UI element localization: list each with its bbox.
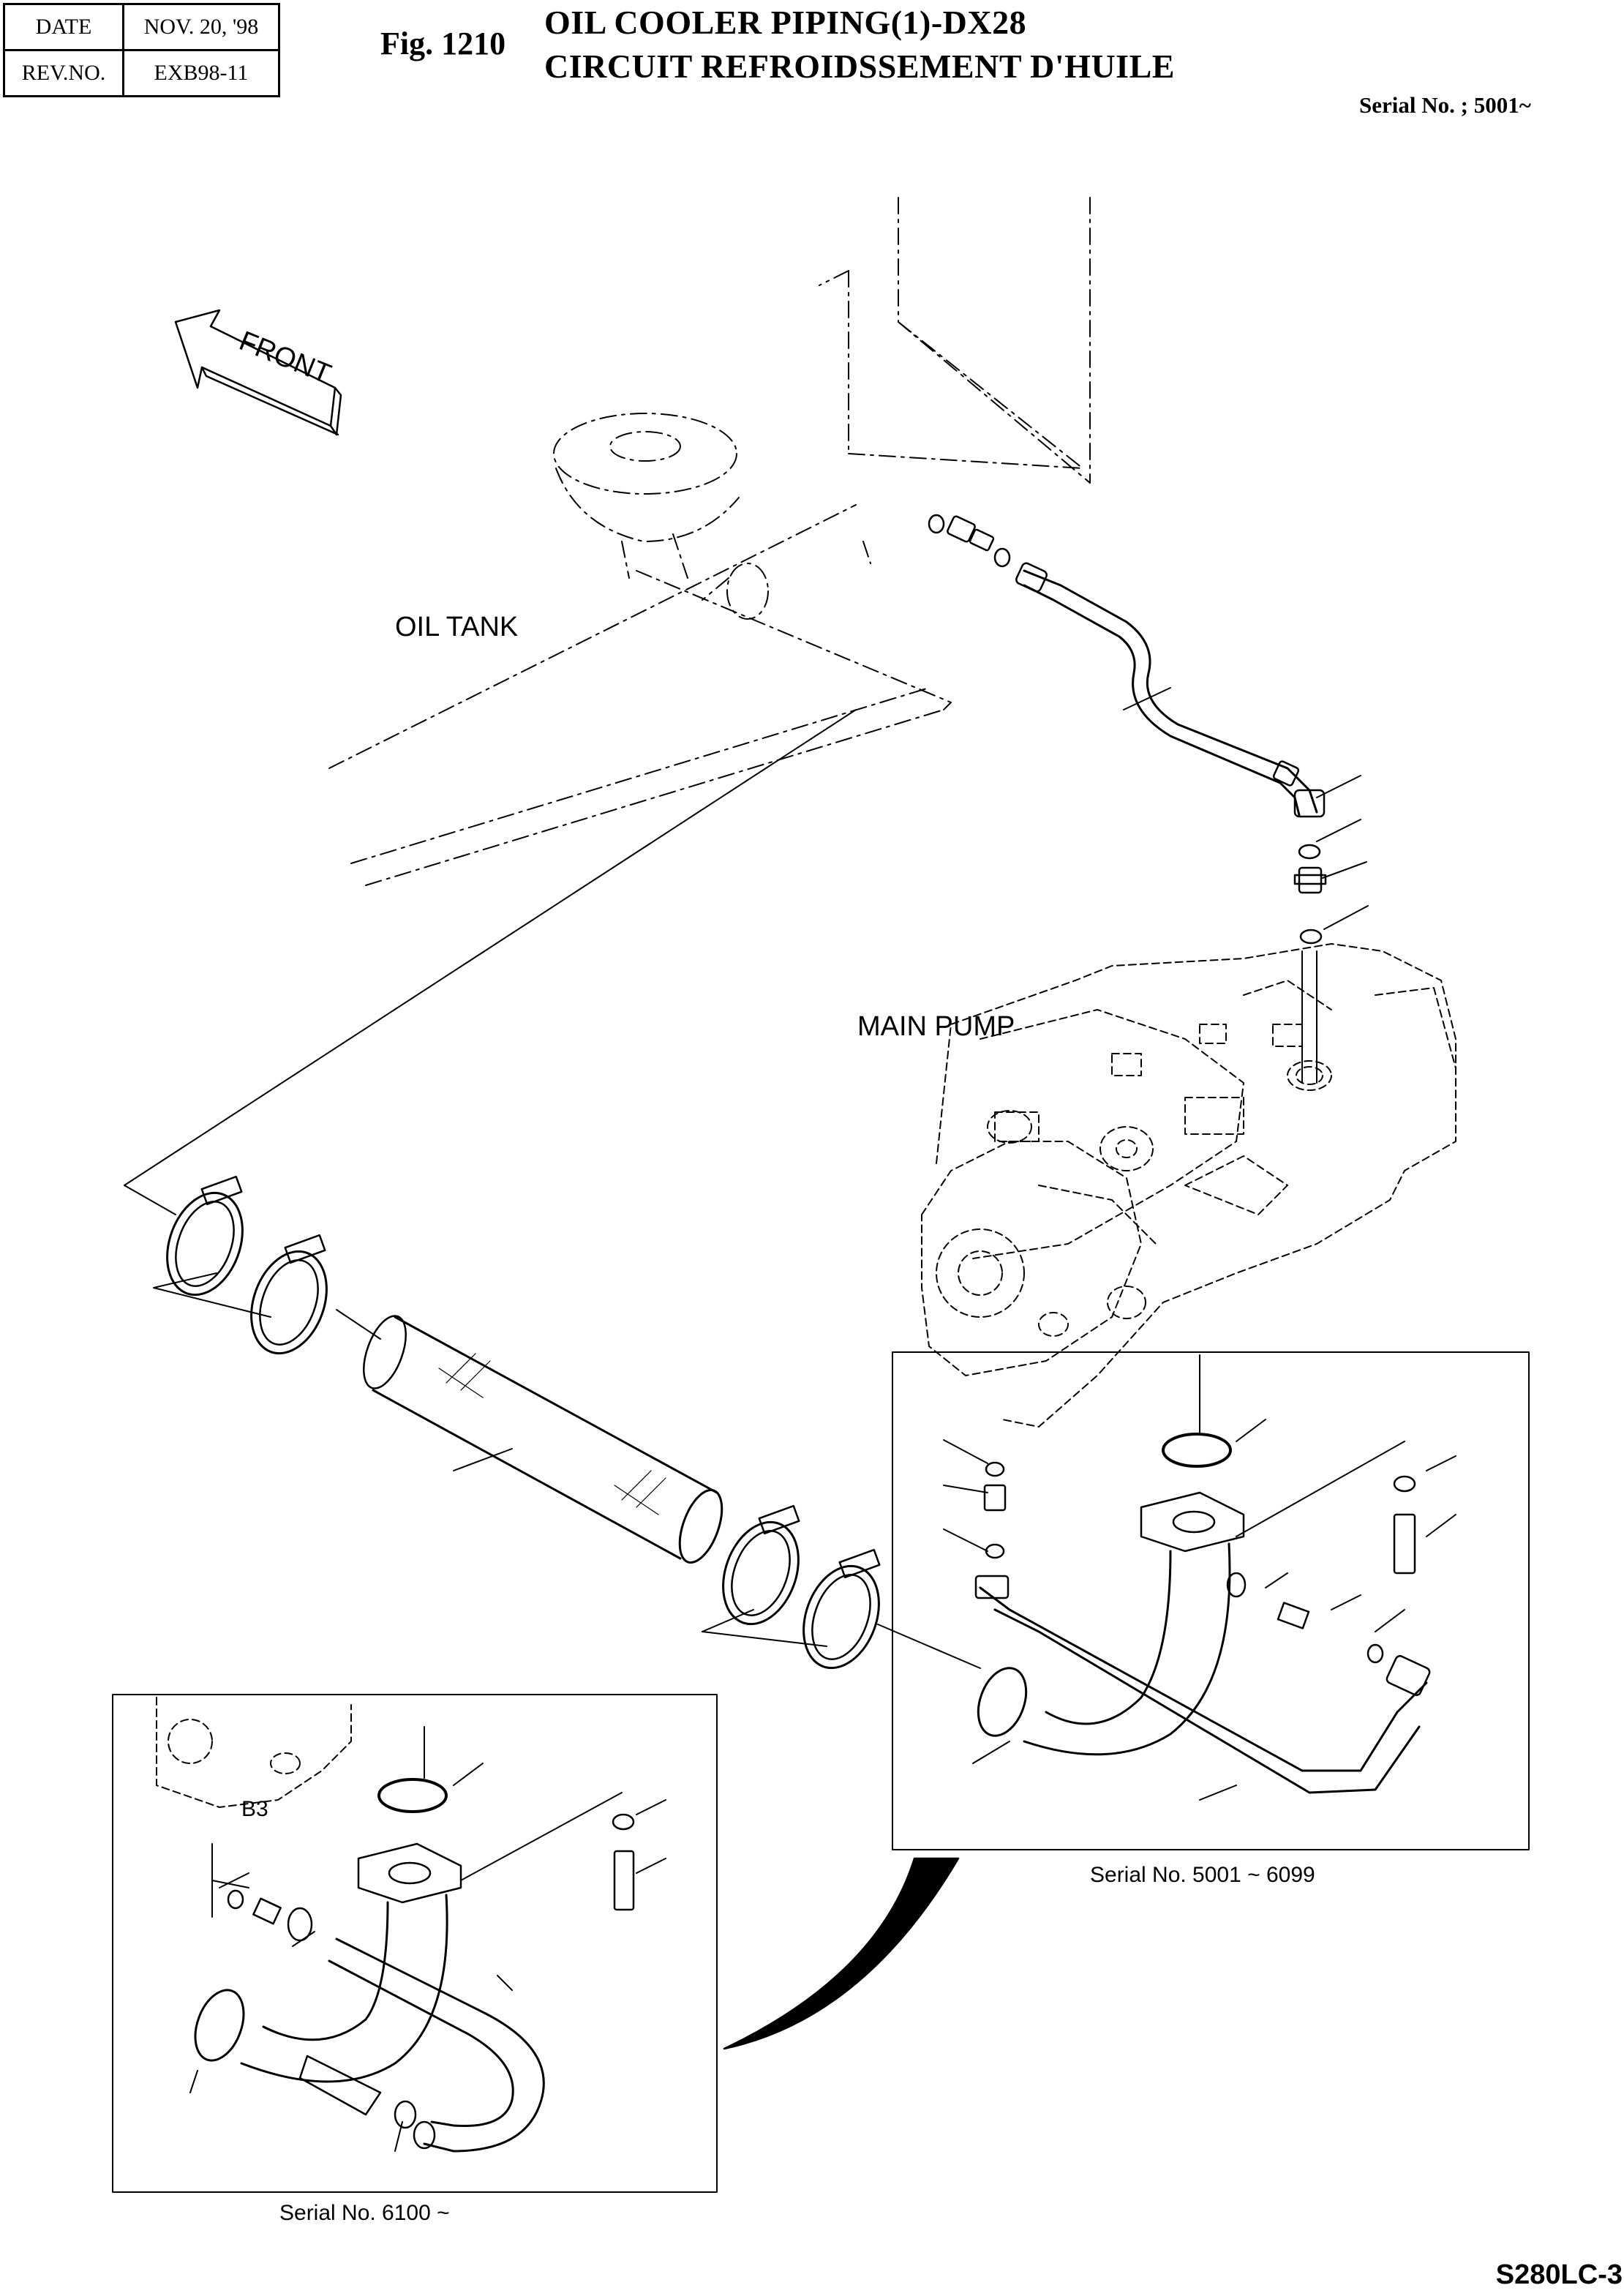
rev-label: REV.NO. <box>3 49 124 97</box>
oil-tank-outline <box>328 197 1091 886</box>
front-arrow-icon <box>174 309 342 436</box>
rev-value: EXB98-11 <box>122 49 280 97</box>
revision-table: DATE NOV. 20, '98 REV.NO. EXB98-11 <box>3 3 280 97</box>
curved-arrow-icon <box>723 1857 960 2050</box>
serial-number-top: Serial No. ; 5001~ <box>1359 92 1531 118</box>
elbow-pipe-5001 <box>974 1433 1431 1794</box>
cooler-hose <box>363 1315 723 1564</box>
leader-lines-inset-upper <box>943 1354 1456 1801</box>
leader-lines-upper <box>1123 687 1369 930</box>
page-code: S280LC-3 <box>1495 2259 1623 2290</box>
figure-number: Fig. 1210 <box>380 26 506 61</box>
date-label: DATE <box>3 3 124 51</box>
oil-return-hose <box>928 514 1327 1084</box>
elbow-pipe-6100 <box>156 1697 635 2153</box>
main-pump <box>921 943 1456 1428</box>
hose-clamps-left <box>166 1175 328 1355</box>
figure-title-en: OIL COOLER PIPING(1)-DX28 <box>544 4 1027 41</box>
inset-frame-lower <box>112 1694 718 2193</box>
oil-tank-label: OIL TANK <box>395 612 519 642</box>
date-value: NOV. 20, '98 <box>122 3 280 51</box>
serial-range-upper: Serial No. 5001 ~ 6099 <box>1090 1863 1315 1887</box>
port-b3-label: B3 <box>241 1797 268 1821</box>
hose-clamps-right <box>722 1504 881 1670</box>
inset-frame-upper <box>892 1351 1530 1850</box>
leader-lines-left <box>124 709 981 1669</box>
leader-lines-inset-lower <box>189 1726 666 2152</box>
tank-filler <box>553 413 769 620</box>
figure-title-fr: CIRCUIT REFROIDSSEMENT D'HUILE <box>544 48 1175 85</box>
serial-range-lower: Serial No. 6100 ~ <box>279 2201 450 2225</box>
main-pump-label: MAIN PUMP <box>857 1011 1015 1042</box>
